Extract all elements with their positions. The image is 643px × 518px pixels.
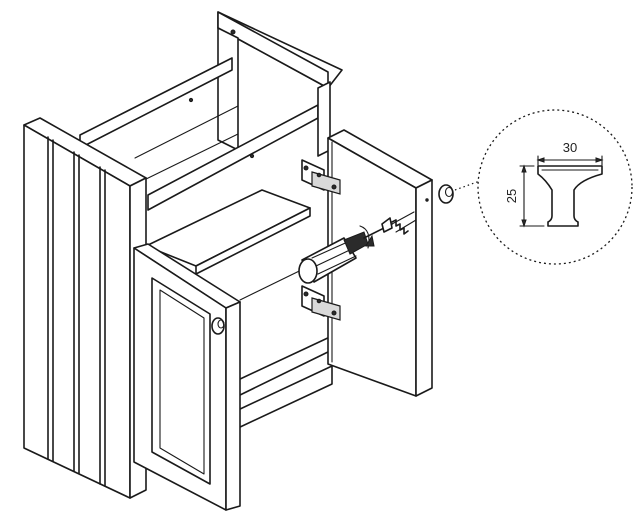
left-door <box>133 243 241 511</box>
width-dimension: 30 <box>536 140 604 166</box>
knob-width-label: 30 <box>563 140 577 155</box>
cabinet-shelf <box>145 189 333 429</box>
screw-icon <box>381 211 417 235</box>
cabinet-left-side-panel <box>23 117 147 499</box>
knob-profile-icon <box>537 165 603 227</box>
loose-knob-icon <box>425 184 454 204</box>
right-door <box>327 129 433 397</box>
upper-hinge-icon <box>301 159 341 195</box>
lower-hinge-icon <box>301 285 341 321</box>
knob-height-label: 25 <box>504 189 519 203</box>
knob-detail-callout: 30 25 <box>477 109 633 265</box>
detail-leader-line <box>454 177 489 191</box>
cabinet-back-panel <box>188 11 343 159</box>
screwdriver-icon <box>298 223 393 284</box>
height-dimension: 25 <box>504 164 545 228</box>
